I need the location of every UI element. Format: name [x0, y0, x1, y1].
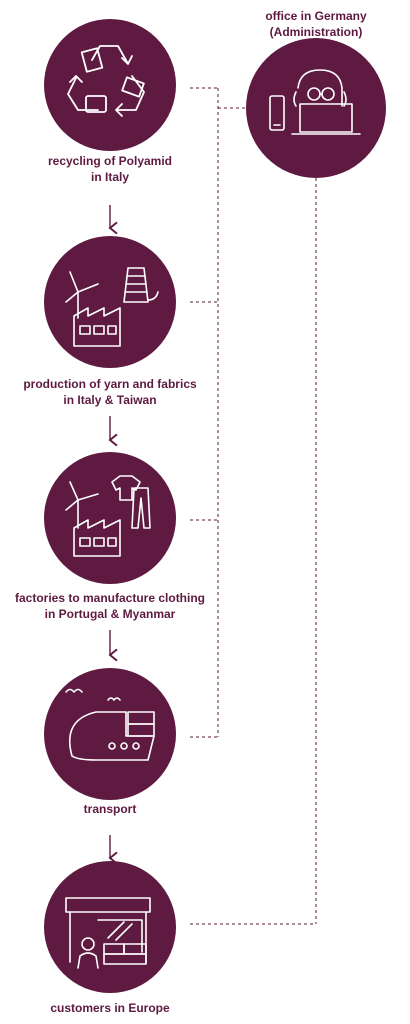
node-customers — [44, 861, 176, 993]
node-circle — [246, 38, 386, 178]
node-circle — [44, 236, 176, 368]
shop-icon — [65, 897, 151, 969]
label-line-1: recycling of Polyamid — [47, 154, 173, 168]
label-line-2: in Portugal & Myanmar — [44, 607, 176, 621]
node-circle — [44, 19, 176, 151]
label-line-1: factories to manufacture clothing — [14, 591, 206, 605]
label-line-1: production of yarn and fabrics — [23, 377, 197, 391]
label-recycling: recycling of Polyamid in Italy — [20, 153, 200, 185]
label-factories: factories to manufacture clothing in Por… — [5, 590, 215, 622]
label-customers: customers in Europe — [20, 1000, 200, 1016]
label-yarn: production of yarn and fabrics in Italy … — [10, 376, 210, 408]
dashed-connectors — [190, 87, 317, 925]
node-recycling — [44, 19, 176, 151]
label-line-1: office in Germany — [265, 9, 367, 23]
node-circle — [44, 668, 176, 800]
node-circle — [44, 861, 176, 993]
label-line-2: in Italy — [90, 170, 129, 184]
node-transport — [44, 668, 176, 800]
recycle-icon — [67, 45, 145, 117]
label-line-1: transport — [83, 802, 137, 816]
factory-windmill-yarn-icon — [65, 267, 159, 347]
label-line-2: in Italy & Taiwan — [63, 393, 157, 407]
label-line-1: customers in Europe — [50, 1001, 170, 1015]
node-circle — [44, 452, 176, 584]
node-office — [246, 38, 386, 178]
node-factories — [44, 452, 176, 584]
label-line-2: (Administration) — [269, 25, 363, 39]
node-yarn — [44, 236, 176, 368]
office-worker-icon — [269, 69, 361, 135]
factory-windmill-clothing-icon — [65, 475, 151, 557]
cargo-ship-icon — [65, 688, 155, 761]
label-office: office in Germany (Administration) — [236, 8, 396, 40]
label-transport: transport — [20, 801, 200, 817]
